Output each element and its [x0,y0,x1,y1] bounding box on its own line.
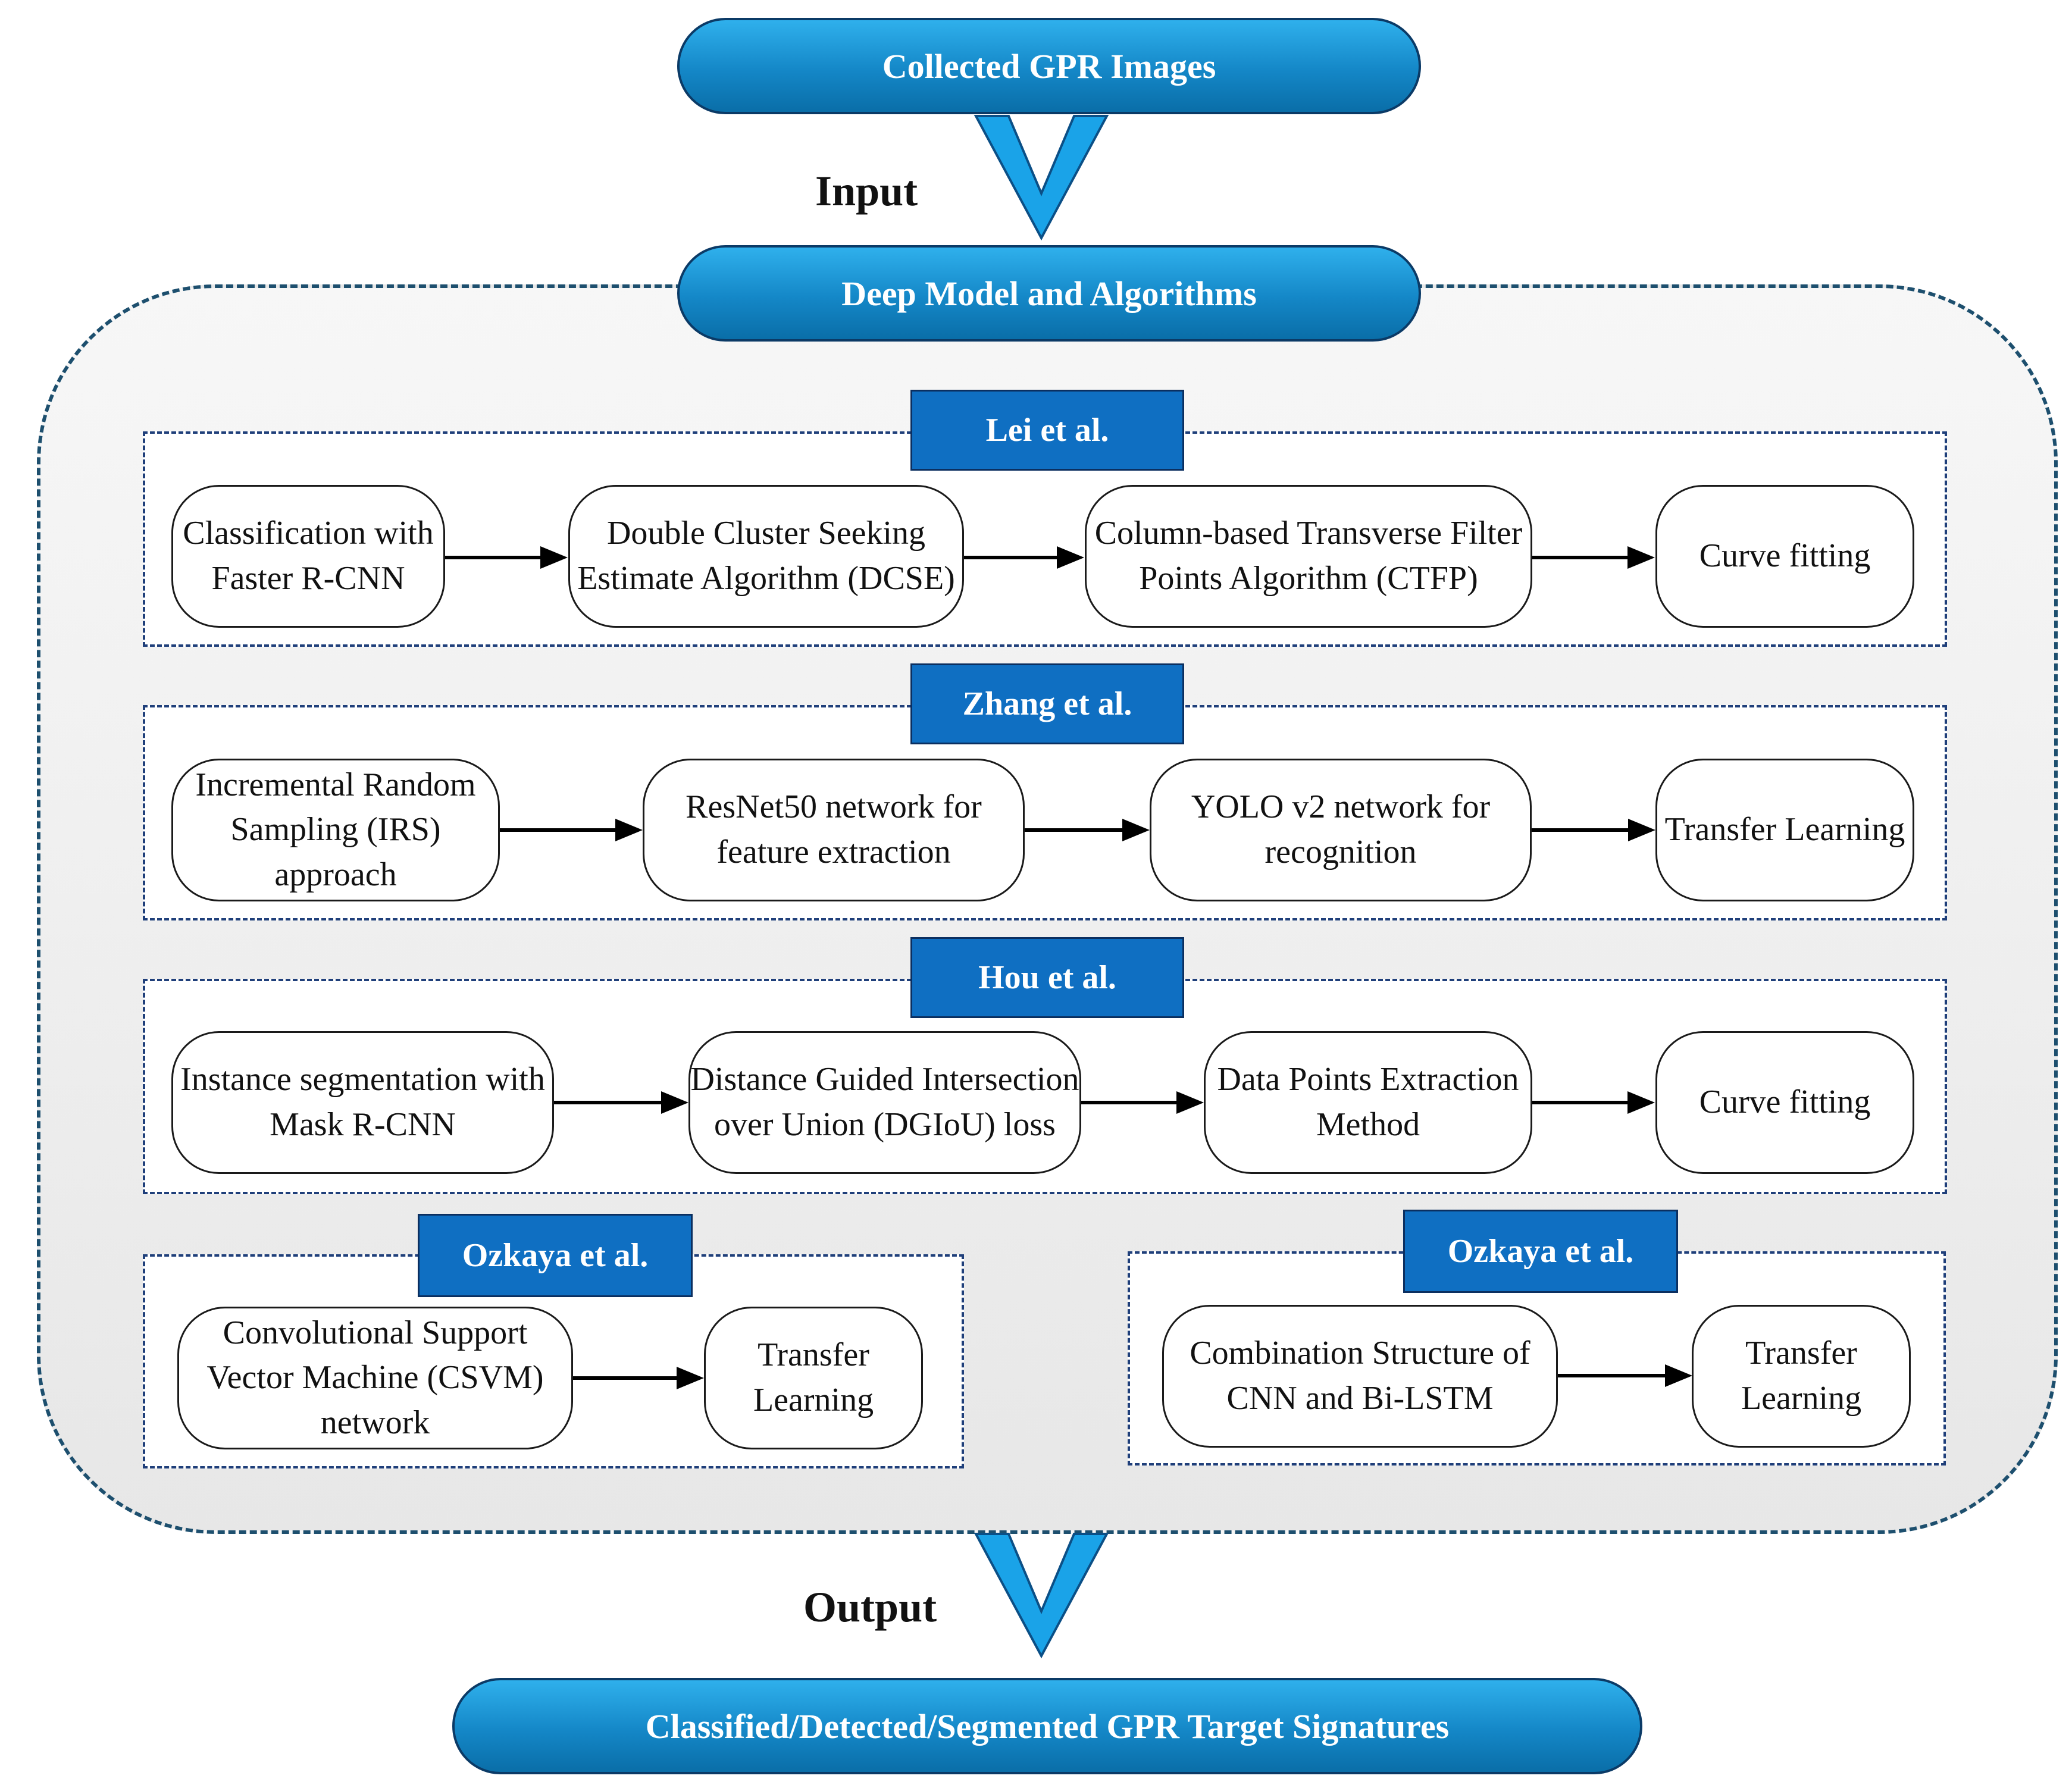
arrow-right-icon [1532,819,1655,841]
step-text: Classification with Faster R-CNN [183,515,434,597]
step-text: Data Points Extraction Method [1217,1061,1519,1143]
step-text: Column-based Transverse Filter Points Al… [1094,515,1523,597]
step-box: ResNet50 network for feature extraction [643,759,1025,901]
step-box: Incremental Random Sampling (IRS) approa… [171,759,500,901]
arrow-right-icon [964,546,1084,569]
author-tag: Zhang et al. [910,663,1184,744]
step-box: Distance Guided Intersection over Union … [688,1031,1081,1174]
step-box: Convolutional Support Vector Machine (CS… [177,1307,573,1449]
arrow-right-icon [445,546,568,569]
banner-title: Deep Model and Algorithms [841,274,1257,313]
step-text: Convolutional Support Vector Machine (CS… [206,1314,544,1441]
input-label: Input [815,167,918,215]
author-name: Hou et al. [978,959,1116,996]
output-banner: Classified/Detected/Segmented GPR Target… [452,1678,1642,1774]
step-box: Curve fitting [1655,1031,1914,1174]
author-tag: Ozkaya et al. [418,1214,693,1297]
banner-title: Classified/Detected/Segmented GPR Target… [645,1706,1450,1746]
arrow-right-icon [1025,819,1150,841]
step-text: Curve fitting [1699,537,1871,575]
step-text: Combination Structure of CNN and Bi-LSTM [1190,1335,1530,1417]
step-box: Transfer Learning [1692,1305,1911,1448]
step-text: Incremental Random Sampling (IRS) approa… [195,766,476,893]
author-name: Ozkaya et al. [1447,1233,1634,1270]
output-label: Output [803,1583,937,1631]
step-text: YOLO v2 network for recognition [1191,788,1491,870]
arrow-right-icon [1532,1091,1655,1114]
arrow-right-icon [554,1091,688,1114]
step-text: Curve fitting [1699,1084,1871,1121]
arrow-right-icon [573,1367,704,1389]
author-tag: Hou et al. [910,937,1184,1018]
author-name: Lei et al. [985,412,1109,449]
step-box: Curve fitting [1655,485,1914,628]
step-box: Transfer Learning [1655,759,1914,901]
step-box: Transfer Learning [704,1307,923,1449]
chevron-down-icon [974,115,1109,241]
step-box: Double Cluster Seeking Estimate Algorith… [568,485,964,628]
banner-title: Collected GPR Images [882,46,1216,86]
step-text: Double Cluster Seeking Estimate Algorith… [577,515,955,597]
step-text: Transfer Learning [1664,811,1905,848]
author-name: Ozkaya et al. [462,1237,649,1274]
step-text: Transfer Learning [1741,1335,1862,1417]
step-box: Instance segmentation with Mask R-CNN [171,1031,554,1174]
step-box: Combination Structure of CNN and Bi-LSTM [1162,1305,1558,1448]
step-text: ResNet50 network for feature extraction [686,788,982,870]
step-text: Transfer Learning [753,1336,874,1418]
step-box: Column-based Transverse Filter Points Al… [1085,485,1532,628]
step-box: Classification with Faster R-CNN [171,485,445,628]
step-text: Instance segmentation with Mask R-CNN [180,1061,545,1143]
step-text: Distance Guided Intersection over Union … [690,1061,1079,1143]
author-name: Zhang et al. [962,685,1132,722]
deep-model-banner: Deep Model and Algorithms [677,245,1421,342]
author-tag: Lei et al. [910,390,1184,471]
arrow-right-icon [1081,1091,1204,1114]
chevron-down-icon [974,1533,1109,1659]
arrow-right-icon [500,819,643,841]
collected-gpr-images-banner: Collected GPR Images [677,18,1421,114]
step-box: YOLO v2 network for recognition [1150,759,1532,901]
arrow-right-icon [1558,1364,1692,1387]
step-box: Data Points Extraction Method [1204,1031,1532,1174]
arrow-right-icon [1532,546,1655,569]
author-tag: Ozkaya et al. [1403,1210,1678,1293]
